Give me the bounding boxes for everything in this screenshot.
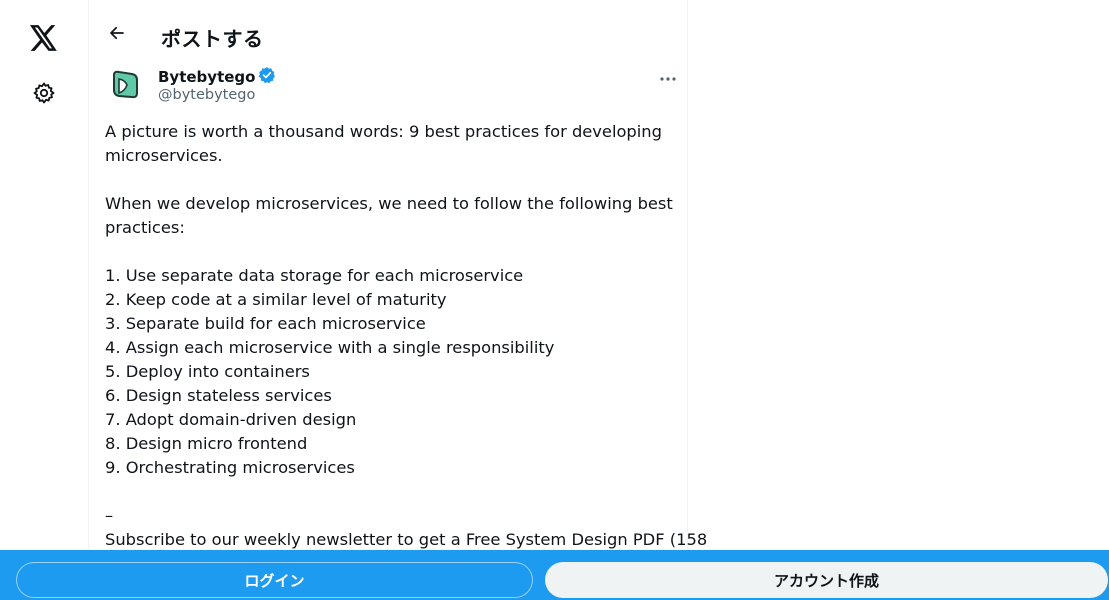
more-dots-icon — [660, 66, 676, 85]
tweet-text-line — [105, 480, 675, 504]
tweet-text-line: 2. Keep code at a similar level of matur… — [105, 290, 447, 309]
author-name[interactable]: Bytebytego — [158, 68, 256, 86]
more-options-button[interactable] — [653, 65, 683, 85]
left-nav — [0, 0, 88, 600]
page-title: ポストする — [161, 27, 264, 51]
tweet-author: Bytebytego @bytebytego — [105, 65, 676, 109]
x-logo-icon[interactable] — [22, 16, 66, 60]
tweet-text-line: 6. Design stateless services — [105, 386, 332, 405]
avatar[interactable] — [105, 65, 145, 105]
tweet-text-line: – — [105, 506, 114, 525]
tweet-text-line: practices: — [105, 218, 185, 237]
tweet-text-line: 9. Orchestrating microservices — [105, 458, 355, 477]
tweet-text-line: A picture is worth a thousand words: 9 b… — [105, 122, 662, 141]
tweet-text-line: 4. Assign each microservice with a singl… — [105, 338, 555, 357]
tweet-text-line: 1. Use separate data storage for each mi… — [105, 266, 524, 285]
author-name-row: Bytebytego — [158, 66, 276, 88]
page-header: ポストする — [89, 14, 687, 58]
tweet-text-line: 3. Separate build for each microservice — [105, 314, 426, 333]
tweet-text-line — [105, 168, 675, 192]
tweet-text-line — [105, 240, 675, 264]
create-account-button[interactable]: アカウント作成 — [545, 562, 1108, 598]
tweet-text-line: microservices. — [105, 146, 223, 165]
author-handle[interactable]: @bytebytego — [158, 87, 256, 103]
back-button[interactable] — [100, 18, 134, 52]
tweet-text-line: 7. Adopt domain-driven design — [105, 410, 357, 429]
verified-badge-icon — [258, 66, 276, 88]
tweet-text-line: Subscribe to our weekly newsletter to ge… — [105, 530, 708, 549]
main-column: ポストする Bytebytego @bytebytego — [88, 0, 708, 600]
tweet-text-line: When we develop microservices, we need t… — [105, 194, 673, 213]
tweet-text: A picture is worth a thousand words: 9 b… — [105, 120, 708, 552]
tweet-text-line: 5. Deploy into containers — [105, 362, 310, 381]
gear-icon[interactable] — [22, 71, 66, 115]
tweet-text-line: 8. Design micro frontend — [105, 434, 308, 453]
arrow-left-icon — [108, 24, 126, 46]
login-button[interactable]: ログイン — [16, 562, 533, 598]
